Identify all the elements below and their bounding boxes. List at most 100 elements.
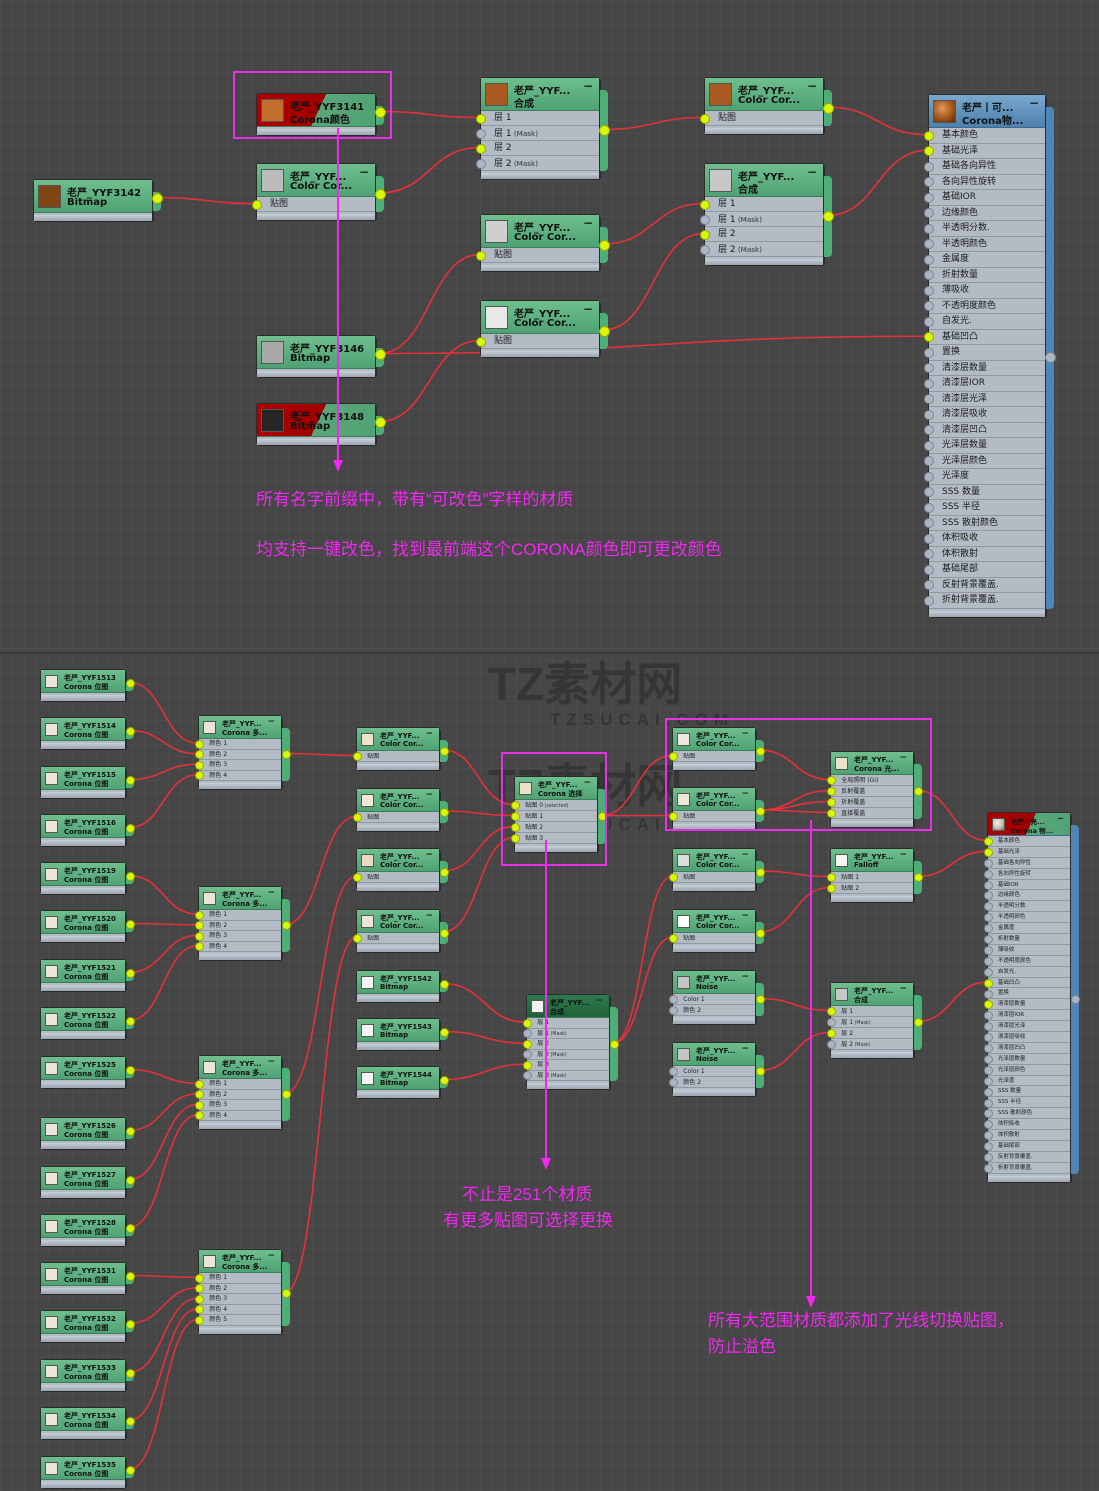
node-header[interactable]: 老严_YYF...Color Cor...− (481, 215, 599, 248)
input-port[interactable] (924, 285, 934, 296)
collapse-button[interactable]: − (582, 79, 593, 93)
output-port[interactable] (125, 1224, 135, 1233)
input-port[interactable] (826, 1040, 836, 1049)
input-slot[interactable]: 清漆层凹凸 (929, 423, 1045, 438)
input-port[interactable] (924, 192, 934, 203)
input-port[interactable] (924, 270, 934, 281)
input-port-connected[interactable] (826, 809, 836, 818)
input-slot[interactable]: 层 2 (481, 141, 599, 156)
input-port[interactable] (700, 214, 710, 225)
node-header[interactable]: 老严_YYF...Color Cor...− (357, 849, 439, 872)
node-header[interactable]: 老严_YYF...Corona 多...− (199, 1056, 281, 1079)
input-slot[interactable]: 颜色 1 (199, 1273, 281, 1284)
node-header[interactable]: 老严_YYF...Color Cor...− (673, 849, 755, 872)
input-slot[interactable]: 体积散射 (929, 547, 1045, 562)
input-slot[interactable]: 层 2 (Mask) (705, 242, 823, 257)
node-header[interactable]: 老严丨亮...Corona 物...− (988, 813, 1070, 836)
input-slot[interactable]: 基础各向异性 (929, 159, 1045, 175)
input-slot[interactable]: 层 2 (Mask) (831, 1039, 913, 1050)
output-port[interactable] (125, 920, 135, 929)
color-correction-node[interactable]: 老严_YYF...Color Cor...−贴图 (668, 727, 765, 770)
input-slot[interactable]: 清漆层IOR (988, 1010, 1070, 1022)
input-slot[interactable]: 贴图 (481, 334, 599, 349)
input-port[interactable] (983, 924, 993, 934)
input-slot[interactable]: 贴图 (705, 111, 823, 126)
output-port[interactable] (125, 1127, 135, 1136)
input-port-connected[interactable] (194, 771, 204, 781)
input-port-connected[interactable] (983, 1000, 993, 1010)
input-slot[interactable]: 层 1 (Mask) (527, 1029, 609, 1039)
input-slot[interactable]: 贴图 (673, 872, 755, 883)
node-header[interactable]: 老严_YYF...Color Cor...− (673, 910, 755, 933)
input-port[interactable] (924, 347, 934, 358)
input-slot[interactable]: 不透明度颜色 (929, 299, 1045, 314)
input-port[interactable] (924, 239, 934, 250)
input-port[interactable] (924, 425, 934, 436)
input-port-connected[interactable] (826, 798, 836, 807)
node-header[interactable]: 老严_YYF...Noise− (673, 971, 755, 994)
input-port[interactable] (924, 208, 934, 219)
input-slot[interactable]: 颜色 4 (199, 942, 281, 952)
input-port[interactable] (983, 913, 993, 923)
collapse-button[interactable]: − (425, 790, 433, 800)
input-port[interactable] (983, 880, 993, 890)
output-port[interactable] (151, 193, 163, 204)
input-slot[interactable]: 清漆层凹凸 (988, 1043, 1070, 1054)
input-port-connected[interactable] (476, 250, 486, 261)
input-port[interactable] (924, 471, 934, 482)
input-port[interactable] (983, 1011, 993, 1021)
collapse-button[interactable]: − (1028, 96, 1039, 110)
output-port[interactable] (125, 969, 135, 978)
input-port[interactable] (476, 128, 486, 139)
input-port[interactable] (983, 935, 993, 945)
input-port-connected[interactable] (194, 1284, 204, 1294)
input-slot[interactable]: 清漆层光泽 (988, 1021, 1070, 1033)
input-slot[interactable]: 全局照明 (GI) (831, 775, 913, 786)
output-port[interactable] (1070, 994, 1080, 1004)
input-slot[interactable]: SSS 数量 (929, 485, 1045, 500)
input-slot[interactable]: 基础光泽 (929, 144, 1045, 159)
input-slot[interactable]: SSS 散射颜色 (929, 516, 1045, 531)
input-slot[interactable]: 贴图 (357, 933, 439, 944)
input-port[interactable] (983, 1120, 993, 1130)
output-port[interactable] (439, 980, 449, 989)
input-port[interactable] (924, 456, 934, 467)
collapse-button[interactable]: − (806, 165, 817, 179)
node-header[interactable]: 老严_YYF...合成− (705, 164, 823, 197)
input-slot[interactable]: 折射数量 (988, 934, 1070, 945)
input-port[interactable] (924, 363, 934, 374)
collapse-button[interactable]: − (582, 302, 593, 316)
output-port[interactable] (598, 125, 610, 136)
input-slot[interactable]: 折射背景覆盖. (988, 1163, 1070, 1174)
input-port-connected[interactable] (924, 130, 934, 141)
input-port[interactable] (924, 533, 934, 544)
input-port[interactable] (924, 409, 934, 420)
input-port[interactable] (983, 1033, 993, 1043)
node-header[interactable]: 老严_YYF...Corona 多...− (199, 716, 281, 739)
collapse-button[interactable]: − (425, 729, 433, 739)
output-port[interactable] (822, 211, 834, 222)
input-slot[interactable]: 边缘颜色 (988, 890, 1070, 902)
input-slot[interactable]: 颜色 2 (199, 1284, 281, 1294)
input-slot[interactable]: 体积吸收 (988, 1119, 1070, 1131)
node-header[interactable]: 老严_YYF...Corona 选择− (515, 777, 597, 800)
input-slot[interactable]: 基础IOR (988, 880, 1070, 891)
